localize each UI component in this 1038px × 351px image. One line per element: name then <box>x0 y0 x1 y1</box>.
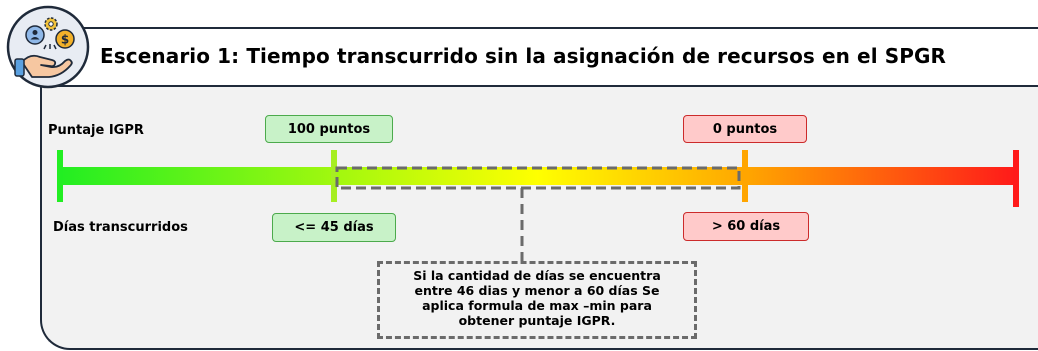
days-row-label: Días transcurridos <box>53 220 188 235</box>
scale-left-end-tick <box>57 150 63 202</box>
note-line: entre 46 dias y menor a 60 días Se <box>414 283 660 298</box>
gradient-scale-bar <box>60 167 1016 185</box>
hand-with-gears-money-icon: $ <box>5 4 91 90</box>
note-line: aplica formula de max –min para <box>422 298 652 313</box>
threshold-60-tick <box>742 150 748 202</box>
green-score-badge: 100 puntos <box>265 115 393 143</box>
scale-right-end-tick <box>1013 150 1019 207</box>
page-title: Escenario 1: Tiempo transcurrido sin la … <box>100 44 947 68</box>
note-line: obtener puntaje IGPR. <box>458 313 616 328</box>
red-score-badge: 0 puntos <box>683 115 807 143</box>
note-line: Si la cantidad de días se encuentra <box>413 268 661 283</box>
formula-note-box: Si la cantidad de días se encuentra entr… <box>377 261 697 339</box>
score-row-label: Puntaje IGPR <box>48 123 144 138</box>
header-frame <box>40 27 1038 87</box>
green-days-badge: <= 45 días <box>272 213 396 242</box>
svg-text:$: $ <box>61 33 69 47</box>
red-days-badge: > 60 días <box>683 212 809 241</box>
range-highlight-dashed-box <box>335 166 741 190</box>
threshold-45-tick <box>331 150 337 202</box>
